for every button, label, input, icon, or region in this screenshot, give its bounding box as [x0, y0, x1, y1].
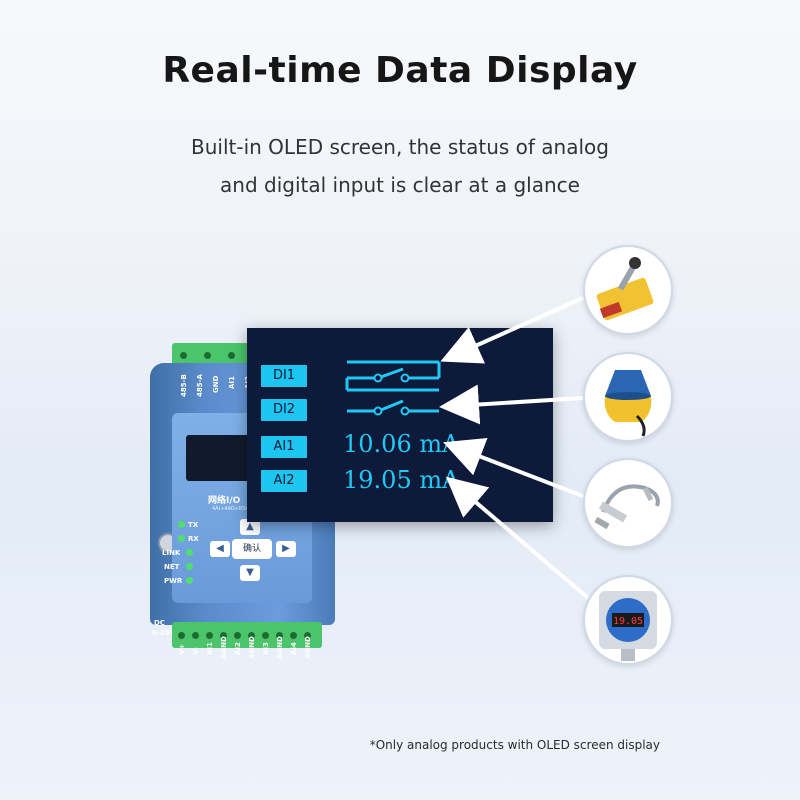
bottom-terminal-block	[172, 622, 322, 648]
left-button[interactable]: ◀	[210, 541, 230, 557]
arrow-thermocouple	[443, 437, 589, 500]
subtitle-line-2: and digital input is clear at a glance	[220, 173, 580, 197]
footnote: *Only analog products with OLED screen d…	[369, 738, 660, 752]
ai2-value: 19.05 mA	[343, 466, 460, 494]
di2-label: DI2	[261, 399, 307, 421]
led-label-link: LINK	[162, 549, 181, 557]
di2-switch-open-icon	[347, 399, 439, 416]
led-link	[186, 549, 193, 556]
di1-label: DI1	[261, 365, 307, 387]
dc-label: DC	[154, 619, 165, 627]
led-label-net: NET	[164, 563, 180, 571]
limit-switch-icon	[596, 257, 654, 321]
voltage-label: 8-28V	[152, 629, 175, 637]
arrow-limit-switch	[440, 295, 586, 364]
device-brand-sub: 4AI+4AO+RS485	[212, 506, 256, 512]
confirm-button[interactable]: 确认	[232, 539, 272, 559]
up-button[interactable]: ▲	[240, 519, 260, 535]
down-button[interactable]: ▼	[240, 565, 260, 581]
led-pwr	[186, 577, 193, 584]
thermocouple-sensor	[583, 458, 673, 548]
led-label-tx: TX	[188, 521, 199, 529]
led-tx	[178, 521, 185, 528]
led-rx	[178, 535, 185, 542]
arrow-pressure-transmitter	[445, 476, 590, 600]
float-switch-sensor	[583, 352, 673, 442]
meter-reading: 19.05	[613, 616, 643, 627]
oled-display-panel: DI1 DI2 AI1 AI2 10.06 mA 19.05 mA	[247, 328, 553, 522]
thermocouple-icon	[594, 484, 660, 530]
di1-switch-closed-icon	[345, 360, 441, 392]
float-switch-icon	[604, 370, 652, 437]
arrow-float-switch	[439, 384, 584, 425]
led-label-rx: RX	[188, 535, 199, 543]
pressure-transmitter-icon: 19.05	[599, 591, 657, 661]
led-label-pwr: PWR	[164, 577, 183, 585]
subtitle-line-1: Built-in OLED screen, the status of anal…	[191, 135, 609, 159]
ai1-value: 10.06 mA	[343, 430, 460, 458]
page-title: Real-time Data Display	[162, 50, 638, 91]
limit-switch-sensor	[583, 245, 673, 335]
page-subtitle: Built-in OLED screen, the status of anal…	[0, 128, 800, 204]
ai2-label: AI2	[261, 470, 307, 492]
led-net	[186, 563, 193, 570]
pressure-transmitter-sensor: 19.05	[583, 575, 673, 665]
ai1-label: AI1	[261, 436, 307, 458]
device-brand: 网络I/O	[208, 496, 241, 506]
right-button[interactable]: ▶	[276, 541, 296, 557]
